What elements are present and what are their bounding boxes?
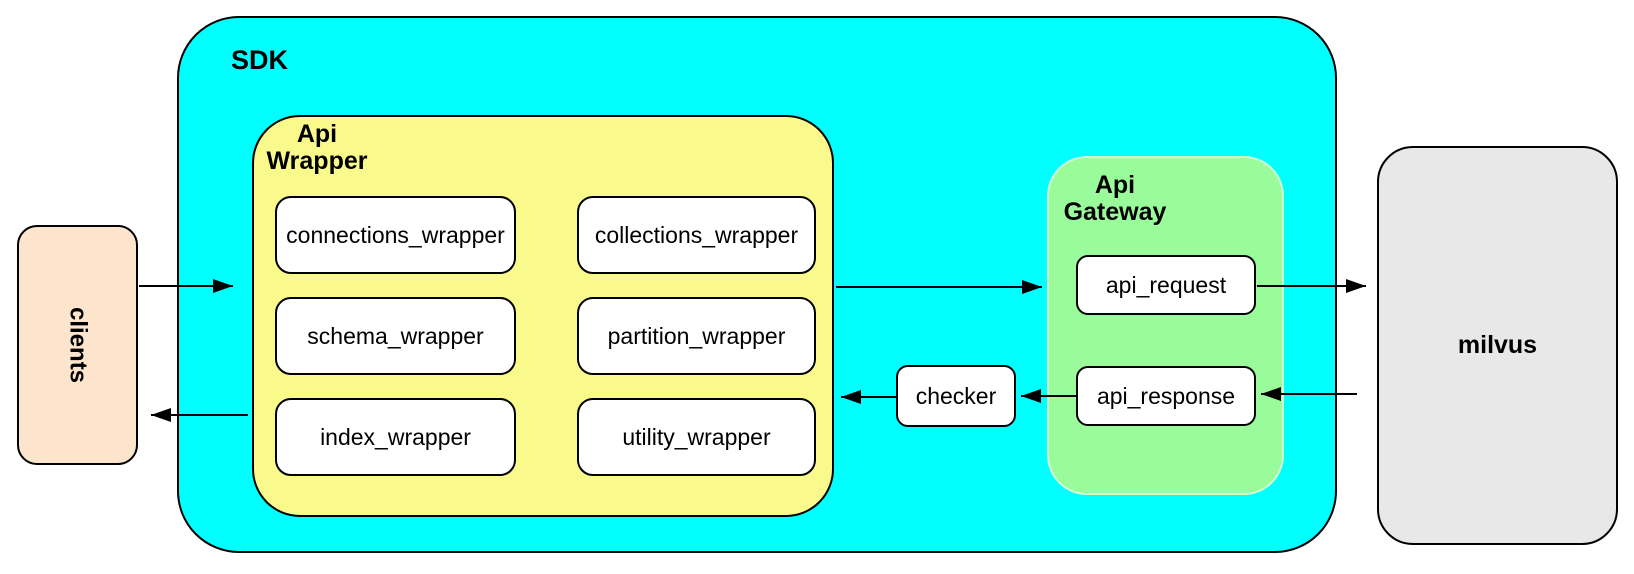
api-wrapper-label: Api Wrapper bbox=[262, 121, 372, 175]
api-gateway-label: Api Gateway bbox=[1055, 172, 1175, 226]
module-connections-wrapper: connections_wrapper bbox=[275, 196, 516, 274]
api-wrapper-container: Api Wrapper connections_wrapper collecti… bbox=[252, 115, 834, 517]
api-request-box: api_request bbox=[1076, 255, 1256, 315]
module-collections-wrapper: collections_wrapper bbox=[577, 196, 816, 274]
api-wrapper-label-line1: Api bbox=[296, 120, 338, 148]
milvus-box: milvus bbox=[1377, 146, 1618, 545]
api-gateway-label-line1: Api bbox=[1094, 171, 1136, 199]
sdk-container: SDK Api Wrapper connections_wrapper coll… bbox=[177, 16, 1337, 553]
module-partition-wrapper: partition_wrapper bbox=[577, 297, 816, 375]
clients-label: clients bbox=[64, 306, 92, 384]
module-index-wrapper: index_wrapper bbox=[275, 398, 516, 476]
checker-box: checker bbox=[896, 365, 1016, 427]
module-utility-wrapper: utility_wrapper bbox=[577, 398, 816, 476]
api-gateway-container: Api Gateway api_request api_response bbox=[1047, 156, 1284, 495]
api-gateway-label-line2: Gateway bbox=[1063, 198, 1167, 226]
api-wrapper-label-line2: Wrapper bbox=[266, 147, 368, 175]
module-schema-wrapper: schema_wrapper bbox=[275, 297, 516, 375]
clients-box: clients bbox=[17, 225, 138, 465]
api-response-box: api_response bbox=[1076, 366, 1256, 426]
sdk-label: SDK bbox=[231, 45, 289, 75]
